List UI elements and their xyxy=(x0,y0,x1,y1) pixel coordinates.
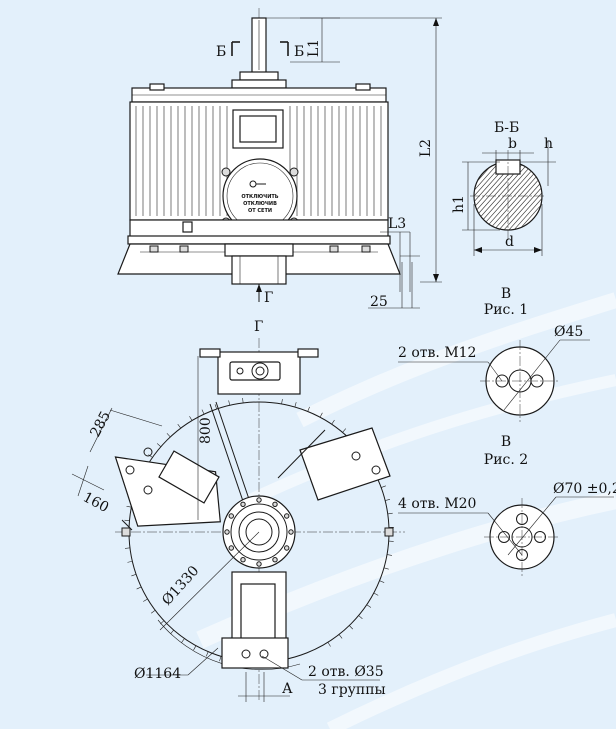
arm-left xyxy=(114,447,221,527)
dim-285: 285 xyxy=(87,409,114,440)
front-view: ОТКЛЮЧИТЬ ОТКЛЮЧИВ ОТ СЕТИ Б Б xyxy=(117,8,442,310)
arm-bottom xyxy=(221,571,289,669)
holes-35: 2 отв. Ø35 xyxy=(308,664,384,680)
arm-right xyxy=(277,427,391,501)
cooling-fins xyxy=(135,106,382,216)
dia-45: Ø45 xyxy=(554,324,583,340)
dia-70: Ø70 ±0,2 xyxy=(553,481,616,497)
dim-a: А xyxy=(282,681,293,697)
warning-line-1: ОТКЛЮЧИТЬ xyxy=(241,194,278,200)
holes-m20: 4 отв. М20 xyxy=(398,496,476,512)
view-mark-g-bottom: Г xyxy=(254,319,263,335)
fig1-caption: Рис. 1 xyxy=(484,302,528,318)
dim-l1: L1 xyxy=(306,39,322,57)
view-mark-g-top: Г xyxy=(264,290,273,306)
dim-25: 25 xyxy=(370,294,388,310)
warning-line-2: ОТКЛЮЧИВ xyxy=(243,201,277,207)
dia-1164: Ø1164 xyxy=(134,666,181,682)
plan-view: Г xyxy=(71,319,405,702)
dim-l2: L2 xyxy=(418,139,434,157)
dim-l3: L3 xyxy=(388,216,406,232)
section-mark-right: Б xyxy=(294,44,304,60)
view-b-fig2: В Рис. 2 4 отв. М20 Ø70 ±0,2 xyxy=(398,434,616,576)
dim-h: h xyxy=(544,136,553,152)
section-title: Б-Б xyxy=(494,120,519,136)
dim-b: b xyxy=(508,136,517,152)
groups-3: 3 группы xyxy=(318,682,386,698)
dim-800: 800 xyxy=(198,417,214,444)
dia-1330: Ø1330 xyxy=(159,563,202,609)
fig2-caption: Рис. 2 xyxy=(484,452,528,468)
view-b-fig1: В Рис. 1 2 отв. М12 Ø45 xyxy=(398,286,590,422)
dim-160: 160 xyxy=(80,489,111,516)
dim-d: d xyxy=(505,234,514,250)
view-b2-mark: В xyxy=(501,434,511,450)
view-b1-mark: В xyxy=(501,286,511,302)
section-mark-left: Б xyxy=(216,44,226,60)
dim-h1: h1 xyxy=(451,195,467,213)
warning-line-3: ОТ СЕТИ xyxy=(248,208,272,214)
holes-m12: 2 отв. М12 xyxy=(398,345,476,361)
